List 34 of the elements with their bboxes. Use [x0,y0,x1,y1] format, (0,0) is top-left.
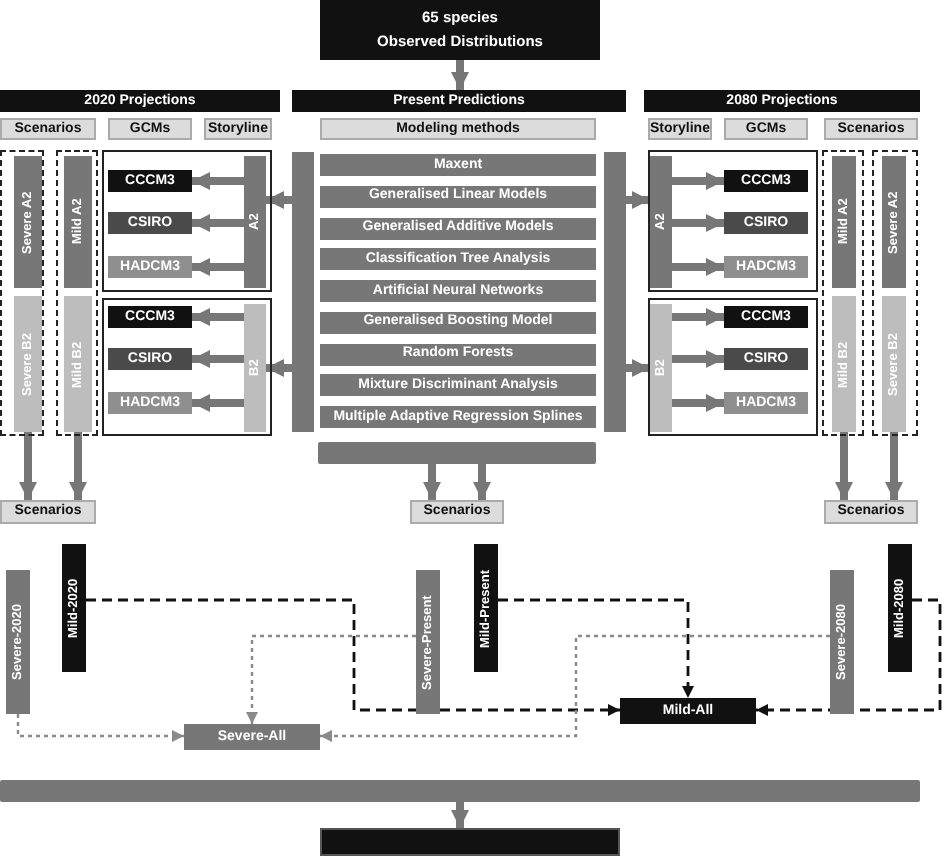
arrow [835,432,853,500]
source-box [320,0,600,60]
arrow [192,172,244,190]
output-box [320,828,620,856]
dashed-arrow [86,598,620,716]
arrow [192,214,244,232]
arrow [672,350,724,368]
arrow [69,432,87,500]
arrow [19,432,37,500]
arrow [885,432,903,500]
arrow [672,172,724,190]
arrow [192,394,244,412]
arrow [192,308,244,326]
arrow [626,359,650,377]
arrow [672,308,724,326]
dashed-arrow [16,714,184,742]
arrow [473,464,491,500]
connector-bar [318,442,596,464]
dashed-arrow [320,634,830,742]
arrow [672,258,724,276]
arrow [266,191,292,209]
arrow [451,60,469,90]
arrow [192,258,244,276]
dashed-arrow [246,634,416,724]
arrow [451,802,469,828]
arrow [423,464,441,500]
dashed-arrow [756,598,942,716]
arrow [266,359,292,377]
arrow [192,350,244,368]
arrow [672,214,724,232]
dashed-arrow [498,598,694,698]
arrow [672,394,724,412]
summary-bar [0,780,920,802]
arrow [626,191,650,209]
